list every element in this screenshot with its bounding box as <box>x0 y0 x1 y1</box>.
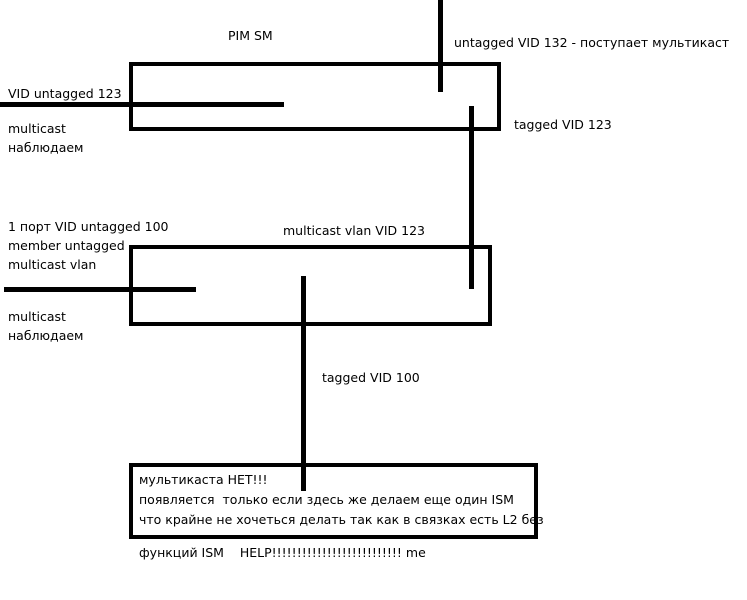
label-vid-untagged-123: VID untagged 123 <box>8 86 122 101</box>
link-untagged-vid-132 <box>438 0 443 92</box>
note-footer: функций ISM HELP!!!!!!!!!!!!!!!!!!!!!!!!… <box>139 545 426 560</box>
link-multicast-vlan-port <box>4 287 196 292</box>
label-port-vid-untagged-100: 1 порт VID untagged 100 member untagged … <box>8 219 169 272</box>
label-tagged-vid-123: tagged VID 123 <box>514 117 612 132</box>
link-tagged-vid-100 <box>301 276 306 491</box>
link-tagged-vid-123 <box>469 106 474 289</box>
link-vid-untagged-123 <box>0 102 284 107</box>
device-box-middle <box>129 245 492 326</box>
note-line-2: появляется только если здесь же делаем е… <box>139 492 514 507</box>
device-box-top <box>129 62 501 131</box>
note-box-bottom <box>129 463 538 539</box>
note-line-3: что крайне не хочеться делать так как в … <box>139 512 544 527</box>
label-tagged-vid-100: tagged VID 100 <box>322 370 420 385</box>
label-multicast-nabludaem-top: multicast наблюдаем <box>8 121 84 155</box>
note-line-1: мультикаста НЕТ!!! <box>139 472 268 487</box>
label-pim-sm: PIM SM <box>228 28 273 43</box>
label-multicast-nabludaem-bottom: multicast наблюдаем <box>8 309 84 343</box>
label-untagged-vid-132: untagged VID 132 - поступает мультикаст <box>454 35 730 50</box>
label-multicast-vlan-vid-123: multicast vlan VID 123 <box>283 223 425 238</box>
